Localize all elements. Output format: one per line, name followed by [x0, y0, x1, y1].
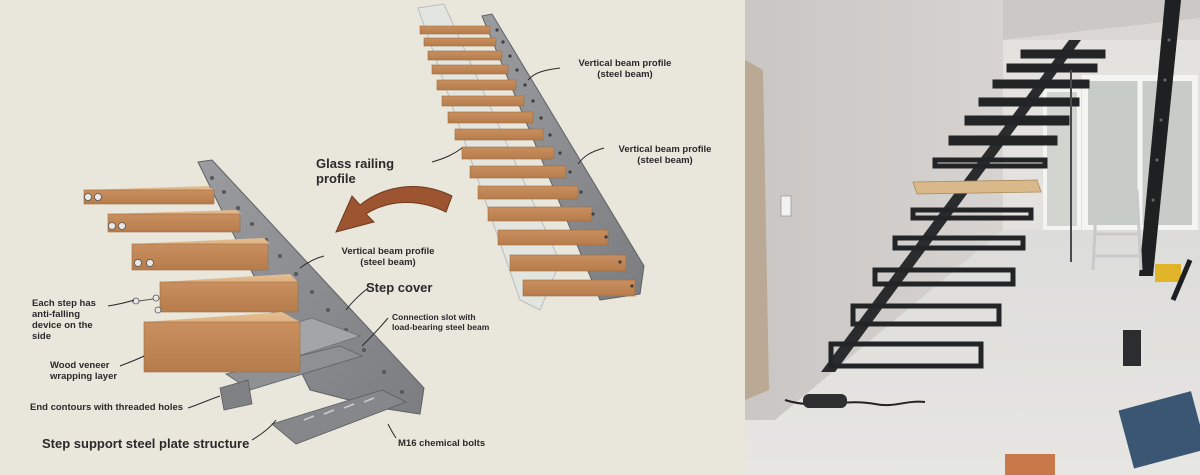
toolbox [1118, 391, 1200, 469]
label-end-contours: End contours with threaded holes [30, 402, 184, 413]
label-m16-bolts: M16 chemical bolts [398, 438, 486, 449]
left-wall [745, 0, 1003, 420]
stair-diagram-panel: Vertical beam profile(steel beam) Vertic… [0, 0, 745, 475]
angle-grinder [803, 394, 847, 408]
steel-step-frames [828, 49, 1106, 369]
steel-stringer-assembled [481, 13, 645, 301]
plaster-strip [745, 60, 769, 400]
tread-3 [131, 238, 270, 271]
yellow-box [1155, 264, 1181, 282]
support-steel-plate [271, 389, 407, 445]
steel-stringer-exploded [197, 159, 425, 415]
label-vertical-beam-mid: Vertical beam profile(steel beam) [618, 144, 712, 166]
drill [1123, 330, 1141, 366]
wood-tread-sample [912, 179, 1042, 195]
wall-switch [780, 195, 792, 217]
steel-post [1139, 0, 1181, 276]
step-ladder [1091, 189, 1143, 271]
installation-photo [745, 0, 1200, 475]
leader-lines [107, 67, 605, 441]
assembled-staircase [417, 3, 645, 311]
direction-arrow [335, 186, 453, 233]
label-vertical-beam-left: Vertical beam profile(steel beam) [341, 246, 435, 268]
assembled-treads [419, 25, 636, 297]
tool-case [1005, 454, 1055, 475]
tread-1 [83, 186, 215, 205]
anti-falling-bolts [131, 294, 162, 314]
diagram-drawing [83, 3, 645, 445]
stringer-bolts [495, 28, 634, 288]
end-contour-plate [219, 379, 253, 411]
tread-5 [143, 312, 301, 373]
tread-4 [159, 274, 299, 313]
label-step-cover: Step cover [366, 280, 433, 295]
photo-drawing [745, 0, 1200, 475]
tread-2 [107, 210, 242, 233]
floor [745, 230, 1200, 475]
exploded-staircase [83, 159, 425, 445]
label-vertical-beam-top: Vertical beam profile(steel beam) [578, 58, 672, 80]
label-support-plate: Step support steel plate structure [42, 436, 250, 451]
label-glass-railing: Glass railing profile [316, 156, 395, 186]
plate-holes [303, 397, 375, 421]
